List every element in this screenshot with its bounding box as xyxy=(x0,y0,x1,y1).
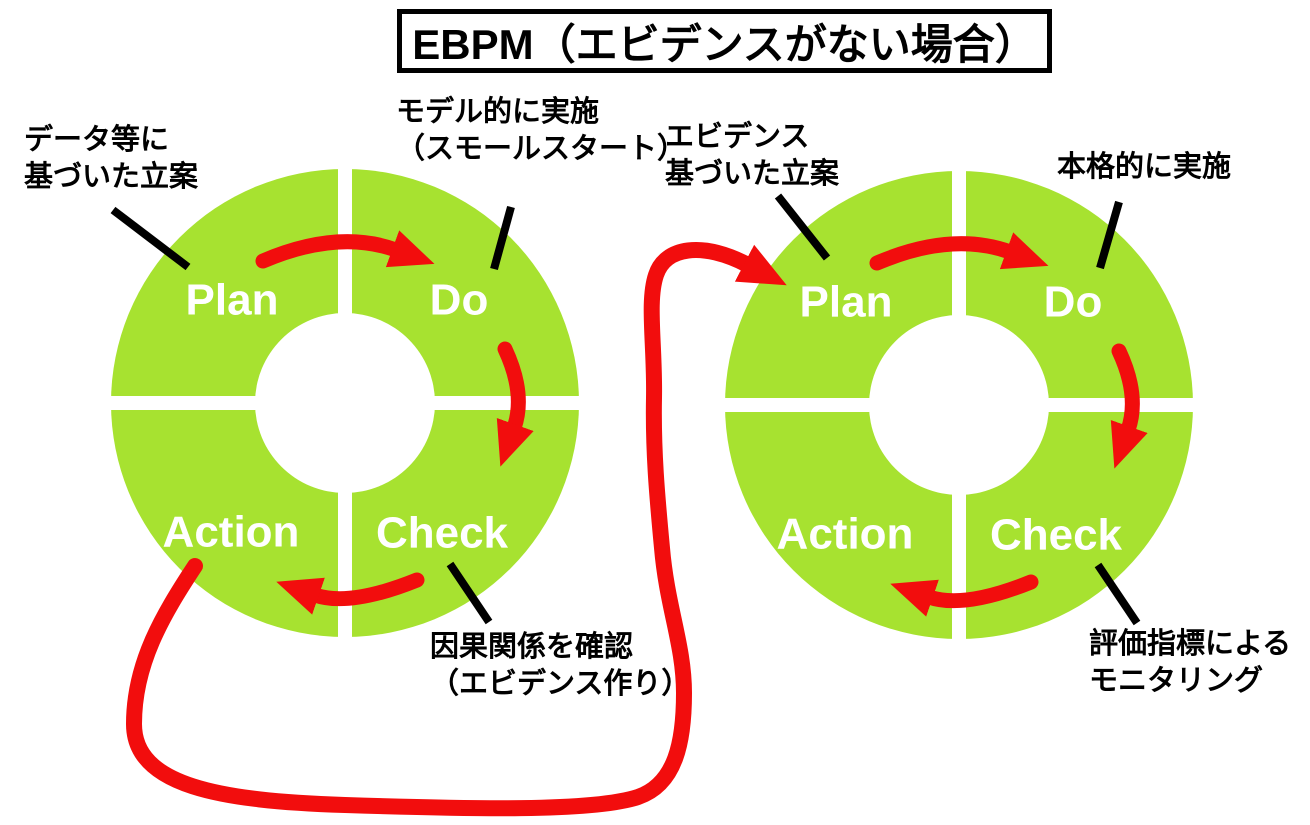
left-arrow-plan-to-do xyxy=(255,230,435,269)
leader-line-right-do xyxy=(1096,200,1123,270)
right-arrow-plan-to-do xyxy=(869,232,1049,271)
annotation-left-check: 因果関係を確認 （エビデンス作り） xyxy=(430,631,691,700)
right-action-label: Action xyxy=(777,510,914,559)
annotation-right-check: 評価指標による モニタリング xyxy=(1089,628,1292,697)
annotation-right-plan: エビデンス 基づいた立案 xyxy=(665,121,840,190)
right-do-label: Do xyxy=(1044,278,1103,327)
left-check-label: Check xyxy=(376,509,509,558)
title-box: EBPM（エビデンスがない場合） xyxy=(397,9,1052,73)
right-arrow-check-to-action xyxy=(890,574,1039,617)
left-plan-label: Plan xyxy=(186,276,279,325)
right-plan-label: Plan xyxy=(800,278,893,327)
left-do-label: Do xyxy=(430,276,489,325)
right-check-label: Check xyxy=(990,511,1123,560)
leader-line-right-plan xyxy=(774,193,831,261)
left-cycle-hole xyxy=(255,313,435,493)
left-action-label: Action xyxy=(163,508,300,557)
leader-line-right-check xyxy=(1094,562,1141,626)
leader-line-left-do xyxy=(490,205,515,271)
leader-line-left-plan xyxy=(110,206,191,271)
annotation-left-plan: データ等に 基づいた立案 xyxy=(24,124,199,193)
left-arrow-do-to-check xyxy=(496,341,534,467)
right-arrow-do-to-check xyxy=(1110,343,1148,469)
right-cycle-hole xyxy=(869,315,1049,495)
right-pdca-cycle: Plan Do Action Check xyxy=(717,163,1201,647)
left-pdca-cycle: Plan Do Action Check xyxy=(103,161,587,645)
leader-line-left-check xyxy=(446,561,493,625)
connector-arrow-action-to-next-plan xyxy=(125,242,787,817)
left-arrow-check-to-action xyxy=(276,572,425,615)
page-title: EBPM（エビデンスがない場合） xyxy=(412,20,1037,68)
annotation-left-do: モデル的に実施 （スモールスタート） xyxy=(396,96,687,165)
annotation-right-do: 本格的に実施 xyxy=(1057,151,1232,183)
